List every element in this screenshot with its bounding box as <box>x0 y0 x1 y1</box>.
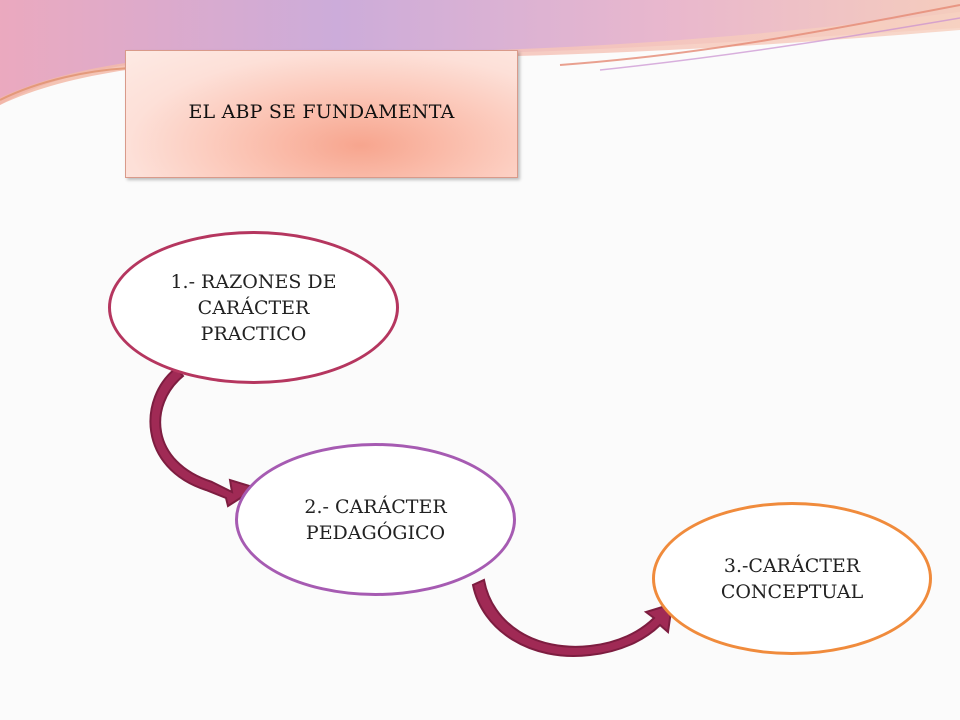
node-2-label: 2.- CARÁCTER PEDAGÓGICO <box>304 495 447 544</box>
node-1-label: 1.- RAZONES DE CARÁCTER PRACTICO <box>170 270 337 345</box>
node-3-ellipse: 3.-CARÁCTER CONCEPTUAL <box>652 502 932 655</box>
node-3-label: 3.-CARÁCTER CONCEPTUAL <box>720 554 864 603</box>
title-text: EL ABP SE FUNDAMENTA <box>188 101 455 123</box>
title-box: EL ABP SE FUNDAMENTA <box>125 50 518 178</box>
node-2-ellipse: 2.- CARÁCTER PEDAGÓGICO <box>235 443 516 596</box>
node-1-ellipse: 1.- RAZONES DE CARÁCTER PRACTICO <box>108 231 399 384</box>
